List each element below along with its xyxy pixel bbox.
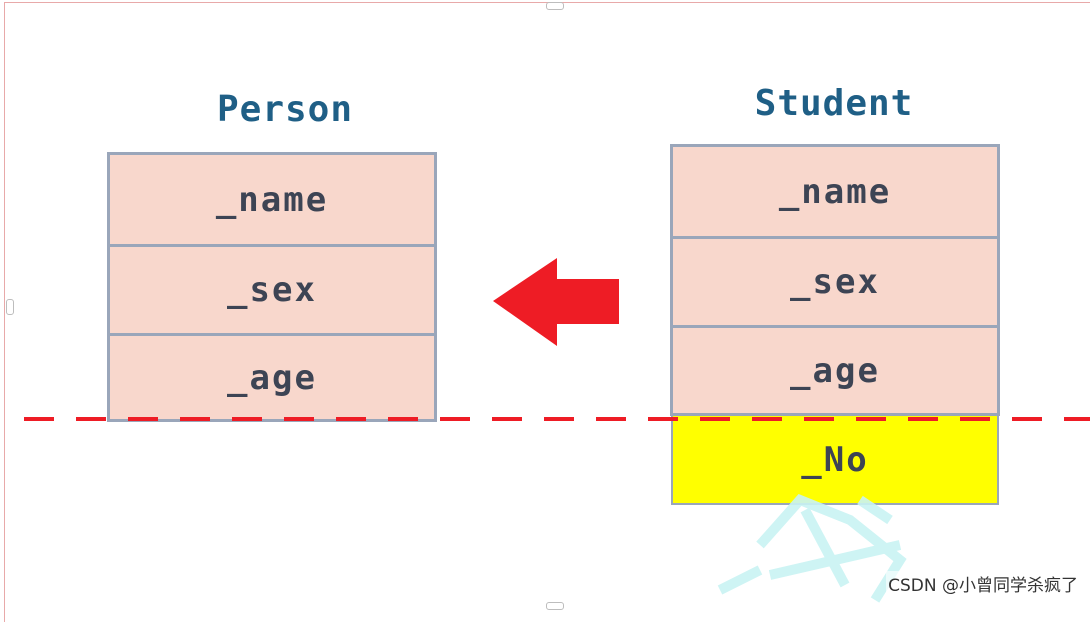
student-field-no: _No bbox=[671, 416, 999, 505]
person-field-age: _age bbox=[110, 333, 434, 419]
student-struct-box: _name _sex _age bbox=[670, 144, 1000, 416]
person-field-sex: _sex bbox=[110, 244, 434, 333]
person-title: Person bbox=[216, 89, 354, 130]
person-field-name: _name bbox=[215, 179, 329, 220]
student-field-age: _age bbox=[673, 325, 997, 413]
student-field-sex: _sex bbox=[673, 236, 997, 325]
student-title: Student bbox=[754, 83, 914, 124]
resize-handle-bottom[interactable] bbox=[546, 602, 564, 610]
resize-handle-top[interactable] bbox=[546, 2, 564, 10]
person-struct-box: _name _sex _age bbox=[107, 152, 437, 422]
watermark-text: CSDN @小曾同学杀疯了 bbox=[886, 571, 1080, 596]
student-field-name: _name bbox=[778, 171, 892, 212]
resize-handle-left[interactable] bbox=[6, 299, 14, 315]
